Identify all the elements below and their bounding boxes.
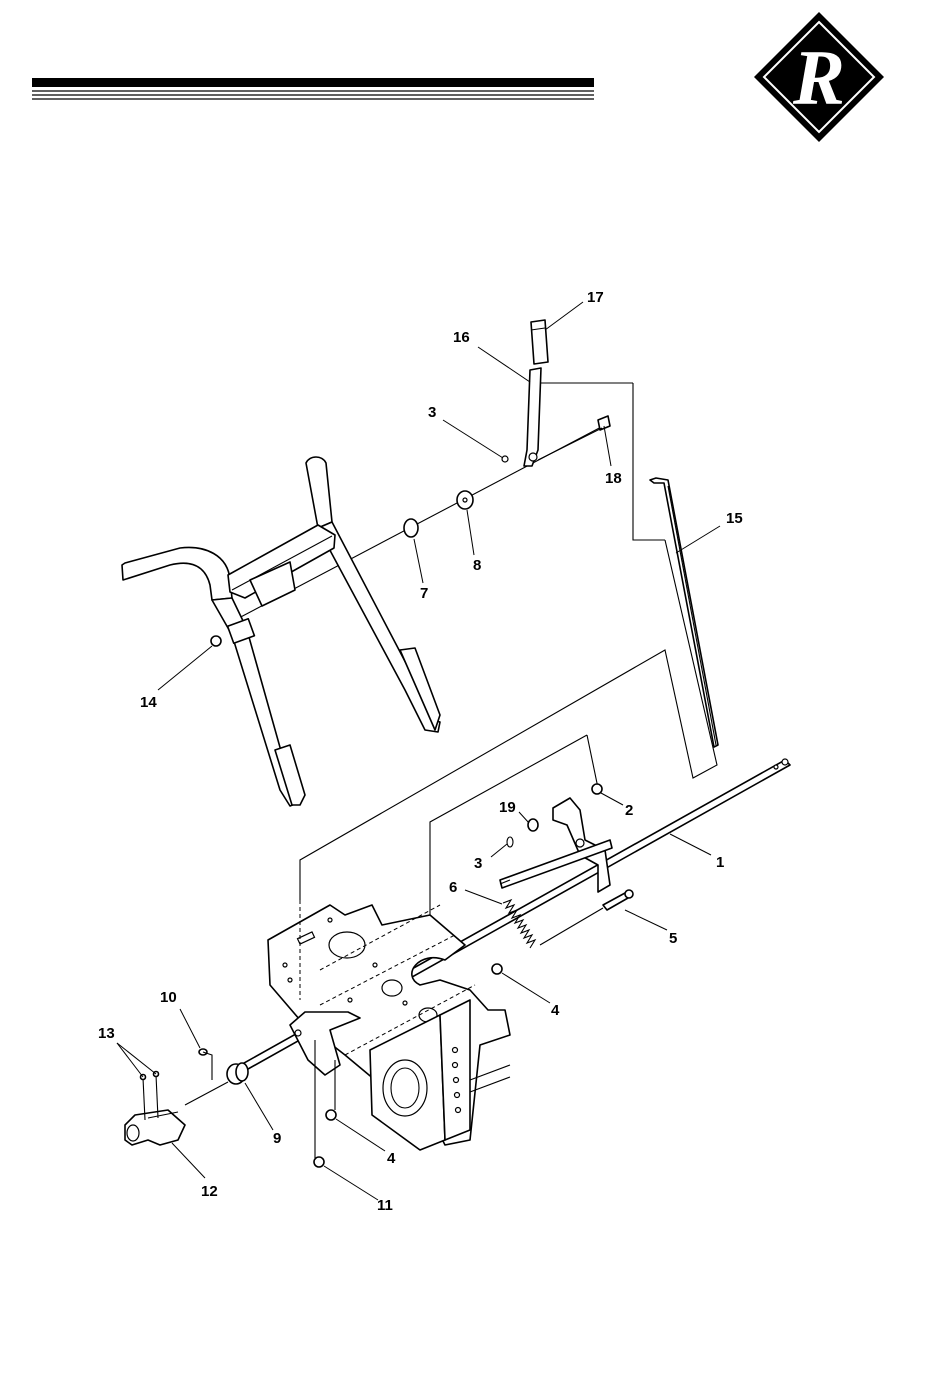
callout-3-upper: 3: [428, 404, 436, 421]
diamond-r-logo-icon: R: [754, 12, 884, 142]
callout-15: 15: [726, 510, 743, 527]
callout-8: 8: [473, 557, 481, 574]
callout-2: 2: [625, 802, 633, 819]
callout-3-lower: 3: [474, 855, 482, 872]
frame-assembly: [125, 735, 790, 1167]
callout-6: 6: [449, 879, 457, 896]
callout-5: 5: [669, 930, 677, 947]
callout-4-lower: 4: [387, 1150, 396, 1167]
callout-4-upper: 4: [551, 1002, 560, 1019]
callout-9: 9: [273, 1130, 281, 1147]
callout-16: 16: [453, 329, 470, 346]
callout-1: 1: [716, 854, 724, 871]
callout-13: 13: [98, 1025, 115, 1042]
callout-10: 10: [160, 989, 177, 1006]
callout-17: 17: [587, 289, 604, 306]
callout-14: 14: [140, 694, 157, 711]
callout-7: 7: [420, 585, 428, 602]
callout-11: 11: [377, 1197, 393, 1214]
header-rule: [32, 78, 594, 99]
callout-18: 18: [605, 470, 622, 487]
callout-12: 12: [201, 1183, 218, 1200]
callout-19: 19: [499, 799, 516, 816]
logo-letter: R: [792, 34, 845, 121]
